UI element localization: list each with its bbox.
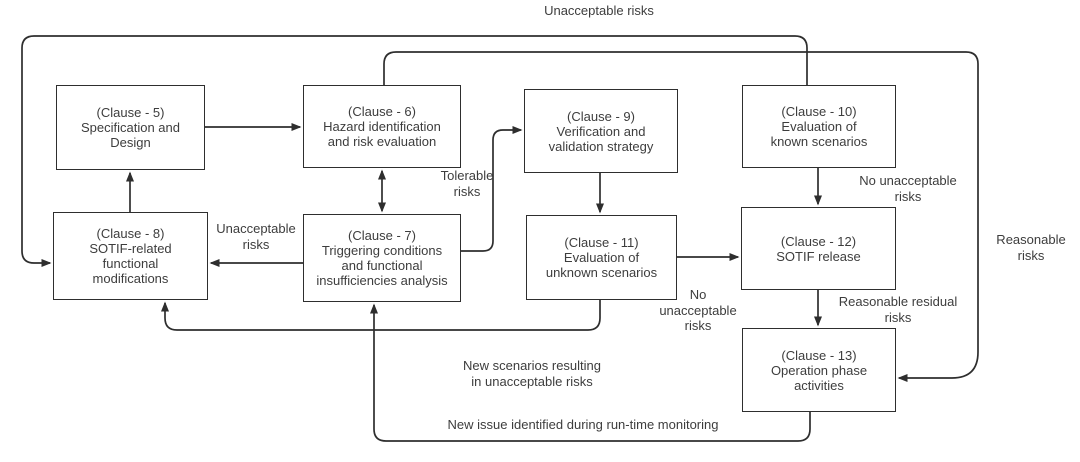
edge-label-unacceptable-risks-c7-c8: Unacceptable risks [216,221,296,252]
node-clause8-clause: (Clause - 8) [96,226,165,241]
edge-clause7-to-clause9 [461,126,523,252]
node-clause6-clause: (Clause - 6) [348,104,416,119]
node-clause7-title: Triggering conditions and functional ins… [316,243,448,288]
node-clause6-title: Hazard identification and risk evaluatio… [323,119,441,149]
node-clause10-title: Evaluation of known scenarios [770,119,868,149]
edge-label-reasonable-residual-risks: Reasonable residual risks [838,294,958,325]
node-clause9-title: Verification and validation strategy [548,123,654,154]
node-clause11: (Clause - 11) Evaluation of unknown scen… [526,215,677,300]
node-clause8: (Clause - 8) SOTIF-related functional mo… [53,212,208,300]
edge-label-new-issue-runtime: New issue identified during run-time mon… [447,417,719,432]
node-clause12-clause: (Clause - 12) [780,233,857,249]
edge-label-new-scenarios: New scenarios resulting in unacceptable … [462,358,602,389]
node-clause7: (Clause - 7) Triggering conditions and f… [303,214,461,302]
node-clause13-title: Operation phase activities [770,362,868,393]
node-clause11-clause: (Clause - 11) [564,235,639,250]
node-clause13: (Clause - 13) Operation phase activities [742,328,896,412]
node-clause11-title: Evaluation of unknown scenarios [545,250,658,280]
edge-label-no-unacceptable-risks-c11-c12: No unacceptable risks [659,287,737,333]
node-clause10-clause: (Clause - 10) [781,104,857,119]
node-clause6: (Clause - 6) Hazard identification and r… [303,85,461,168]
node-clause5-title: Specification and Design [80,120,180,150]
node-clause5: (Clause - 5) Specification and Design [56,85,205,170]
node-clause8-title: SOTIF-related functional modifications [89,241,172,286]
edge-clause13-to-clause7-runtime-loop [370,303,811,442]
edge-label-tolerable-risks: Tolerable risks [440,168,494,199]
node-clause7-clause: (Clause - 7) [348,228,416,243]
node-clause12: (Clause - 12) SOTIF release [741,207,896,290]
edge-label-reasonable-risks: Reasonable risks [996,232,1066,263]
node-clause5-clause: (Clause - 5) [96,105,165,120]
node-clause13-clause: (Clause - 13) [781,347,857,363]
node-clause9-clause: (Clause - 9) [567,108,635,124]
node-clause10: (Clause - 10) Evaluation of known scenar… [742,85,896,168]
edge-clause6-to-clause13-reasonable-loop [383,51,979,382]
edge-clause10-to-clause8-unacceptable-loop [21,35,808,267]
node-clause9: (Clause - 9) Verification and validation… [524,89,678,173]
edge-label-no-unacceptable-risks-c10-c12: No unacceptable risks [859,173,957,204]
node-clause12-title: SOTIF release [776,248,861,264]
edge-clause11-to-clause8-new-scenarios-loop [161,300,601,331]
edge-label-unacceptable-risks-top: Unacceptable risks [544,3,654,18]
